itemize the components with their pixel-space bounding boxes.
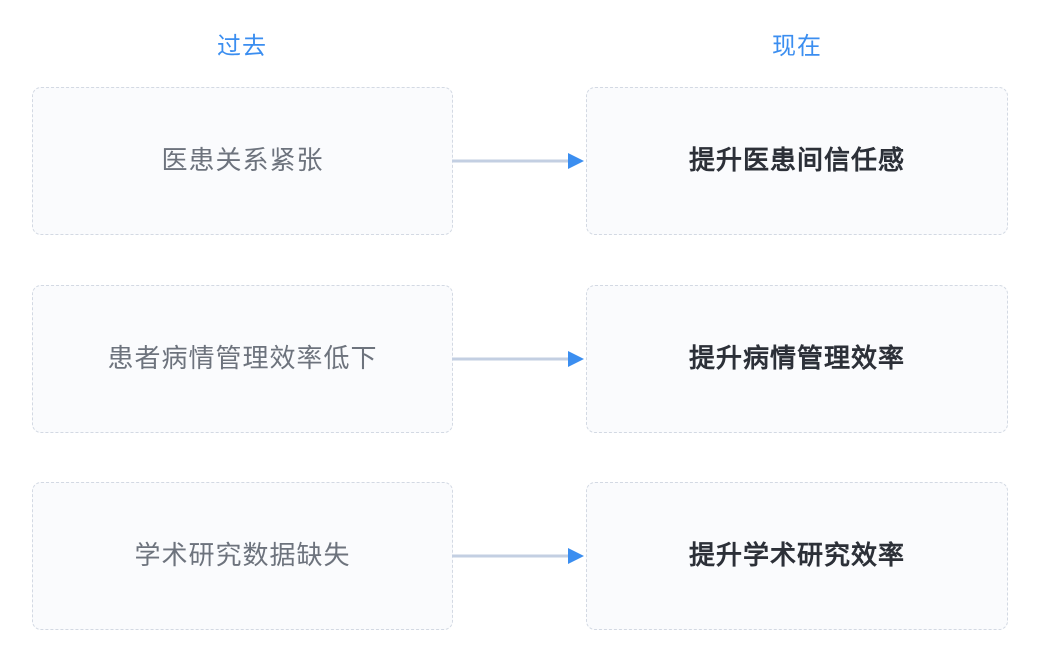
present-state-box[interactable]: 提升学术研究效率 (586, 482, 1008, 630)
past-state-label: 医患关系紧张 (161, 145, 324, 176)
present-state-label: 提升学术研究效率 (688, 540, 905, 571)
past-state-box[interactable]: 学术研究数据缺失 (32, 482, 453, 630)
comparison-row: 医患关系紧张 提升医患间信任感 (0, 87, 1040, 235)
present-state-box[interactable]: 提升病情管理效率 (586, 285, 1008, 433)
present-state-label: 提升医患间信任感 (688, 145, 905, 176)
arrow-right-icon (452, 348, 586, 370)
present-state-label: 提升病情管理效率 (688, 343, 905, 374)
past-state-label: 患者病情管理效率低下 (107, 343, 378, 374)
past-state-box[interactable]: 患者病情管理效率低下 (32, 285, 453, 433)
arrow-right-icon (452, 545, 586, 567)
column-header-past: 过去 (217, 33, 267, 60)
comparison-row: 学术研究数据缺失 提升学术研究效率 (0, 482, 1040, 630)
arrow-right-icon (452, 150, 586, 172)
comparison-row: 患者病情管理效率低下 提升病情管理效率 (0, 285, 1040, 433)
present-state-box[interactable]: 提升医患间信任感 (586, 87, 1008, 235)
column-header-present: 现在 (772, 33, 822, 60)
past-state-label: 学术研究数据缺失 (134, 540, 351, 571)
past-state-box[interactable]: 医患关系紧张 (32, 87, 453, 235)
